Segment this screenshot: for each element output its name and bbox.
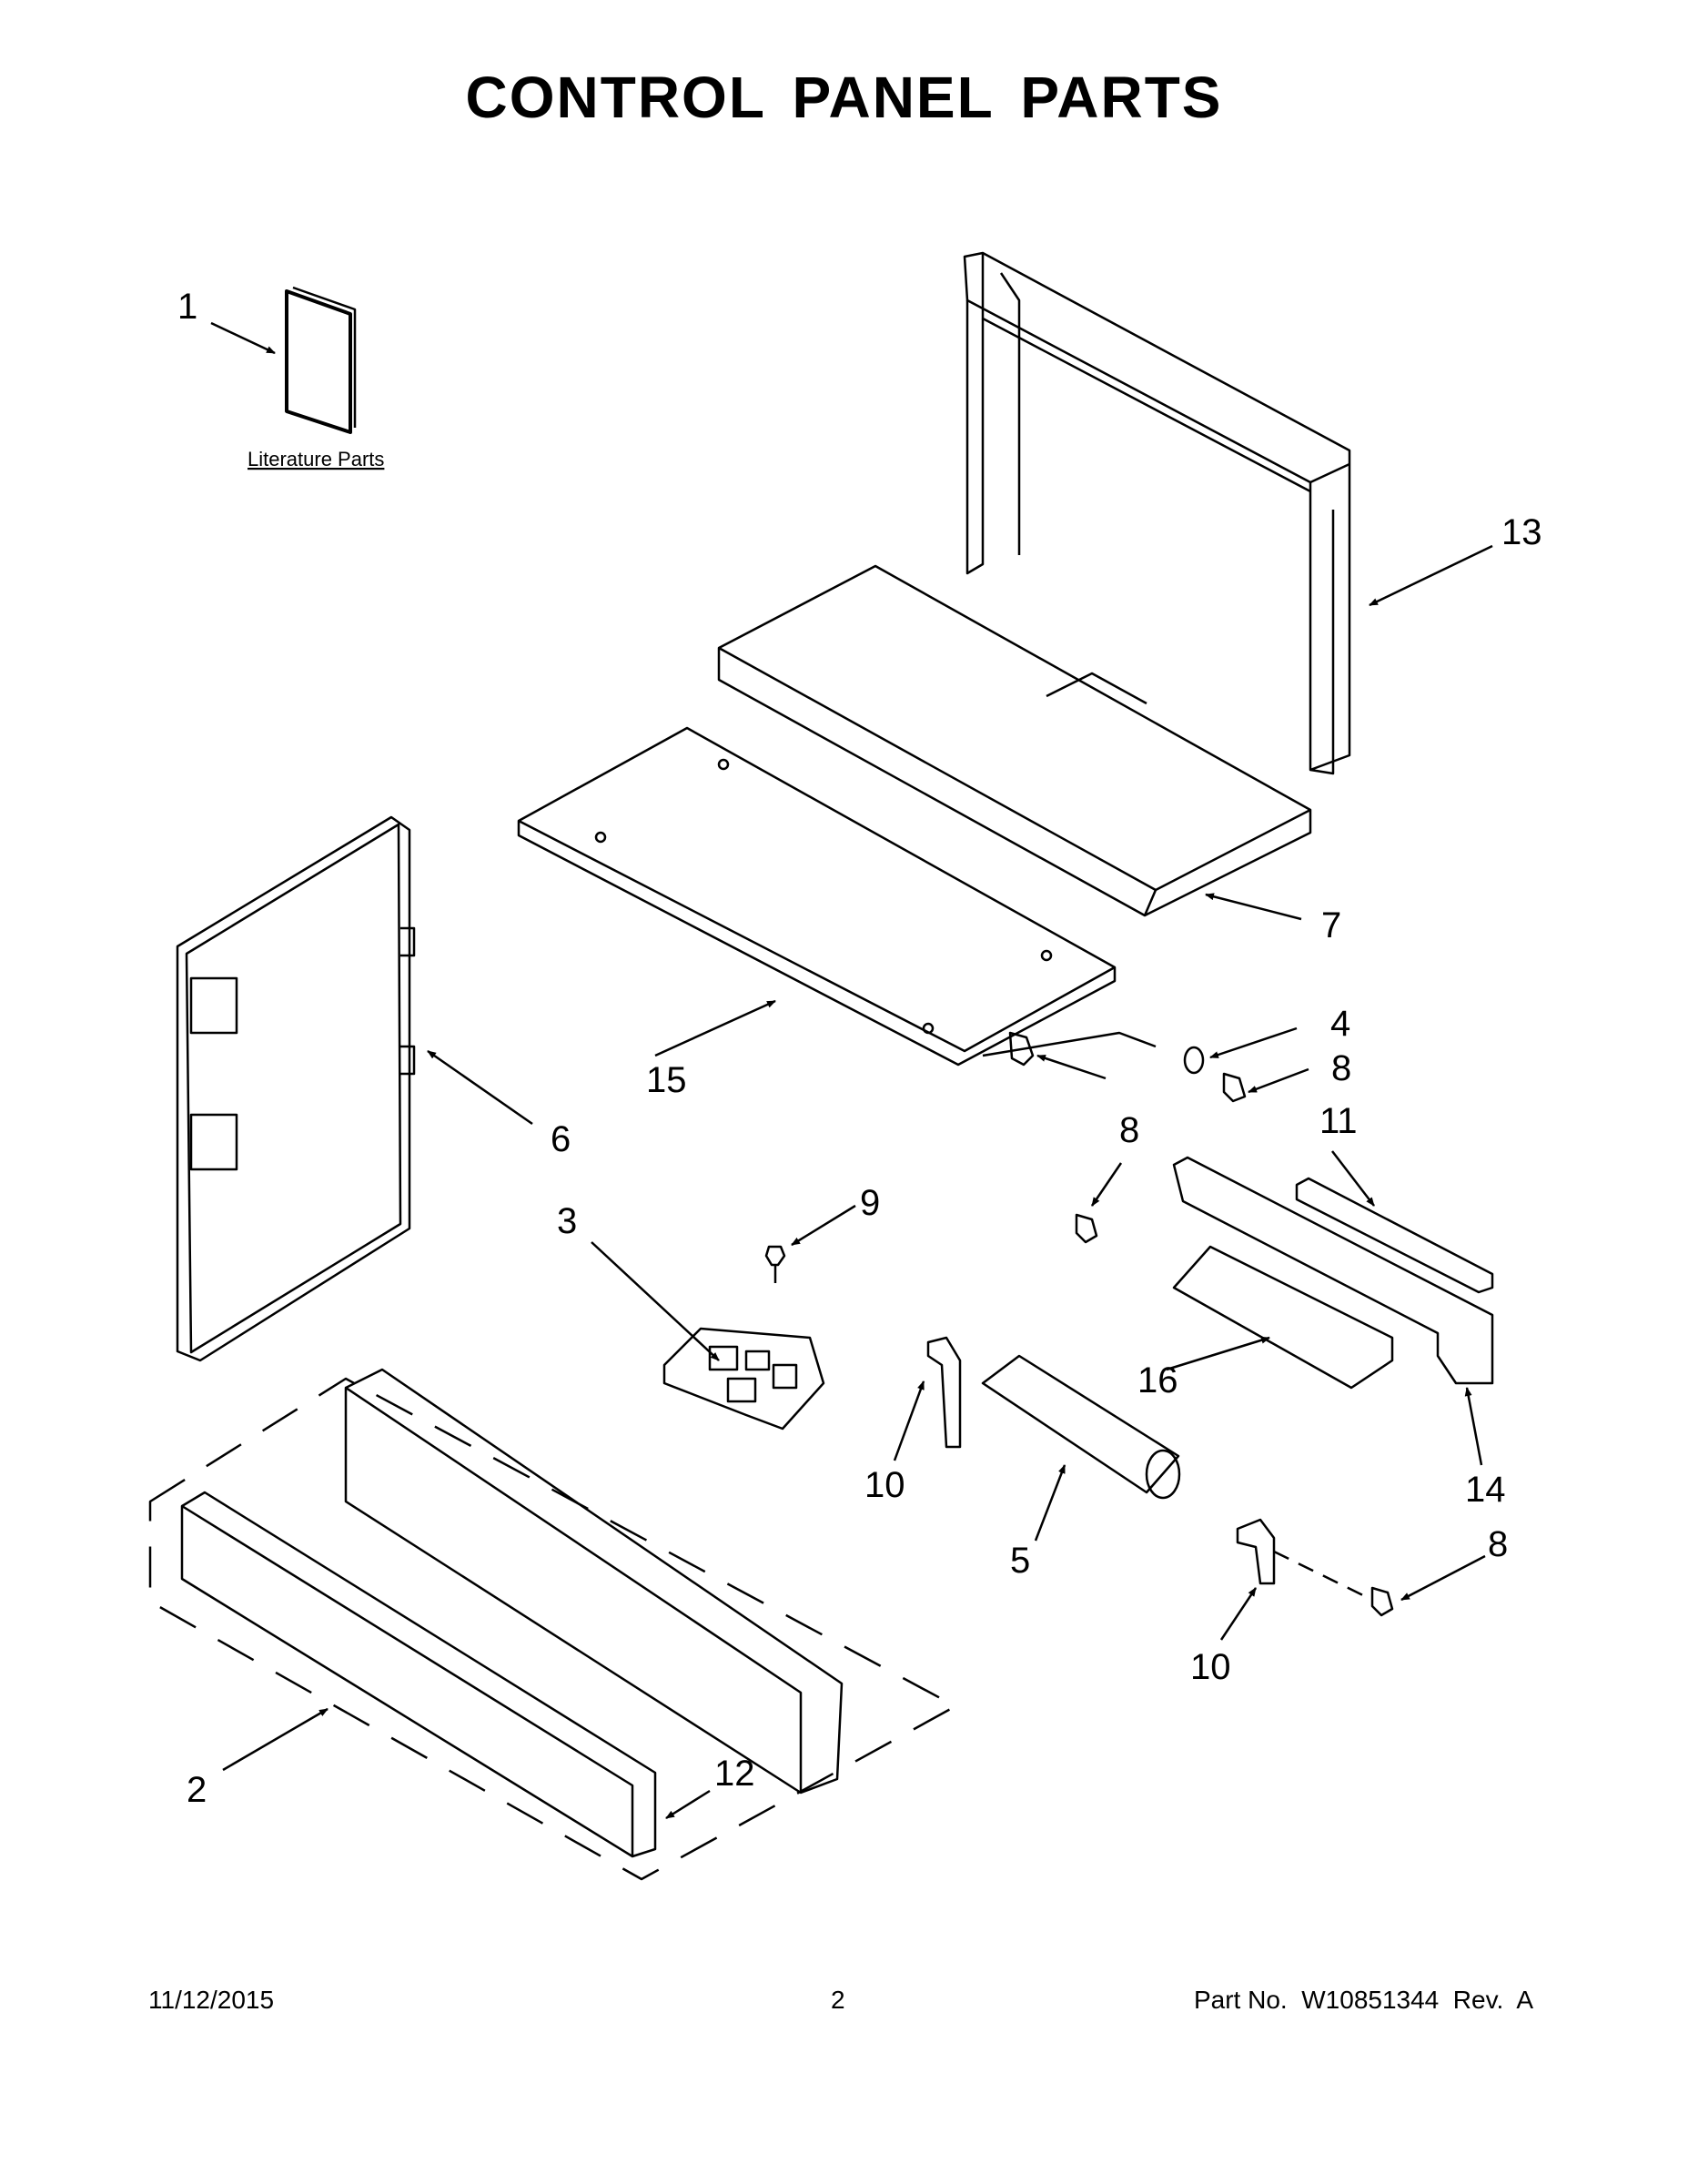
glass-front-part-2 — [180, 1491, 657, 1858]
callout-6: 6 — [551, 1119, 571, 1159]
control-trim-part-12 — [344, 1368, 844, 1795]
literature-booklet — [285, 286, 357, 434]
callout-3: 3 — [557, 1201, 577, 1241]
screw-part-8-d — [1370, 1586, 1394, 1617]
callout-8-lower-right: 8 — [1488, 1524, 1508, 1564]
callout-15: 15 — [646, 1060, 687, 1100]
deflector-part-16 — [1172, 1245, 1394, 1390]
control-board-part-3 — [662, 1327, 825, 1431]
rear-frame-part-13 — [963, 251, 1351, 775]
callout-16: 16 — [1137, 1360, 1178, 1400]
callout-4: 4 — [1330, 1004, 1350, 1044]
callout-13: 13 — [1501, 512, 1542, 552]
footer-part-number: Part No. W10851344 Rev. A — [1193, 1986, 1533, 2014]
top-cover-part-7 — [717, 564, 1312, 917]
literature-parts-label: Literature Parts — [248, 448, 384, 470]
foam-strip-part-11 — [1295, 1177, 1494, 1294]
page-title: CONTROL PANEL PARTS — [465, 65, 1223, 130]
screw-part-9 — [764, 1245, 786, 1283]
screw-part-8-c — [1075, 1213, 1098, 1244]
callout-2: 2 — [187, 1770, 207, 1810]
washer-part-4 — [1183, 1046, 1205, 1075]
callout-8-center: 8 — [1119, 1110, 1139, 1150]
callout-5: 5 — [1010, 1541, 1030, 1581]
screw-alignment-dash — [1273, 1550, 1373, 1602]
callout-10-right: 10 — [1190, 1647, 1231, 1687]
callout-14: 14 — [1465, 1470, 1506, 1510]
callout-8-upper-right: 8 — [1331, 1048, 1351, 1088]
footer-page-number: 2 — [831, 1986, 845, 2014]
side-panel-part-6 — [176, 815, 416, 1362]
bracket-part-10-a — [926, 1336, 962, 1449]
callout-10-left: 10 — [864, 1465, 905, 1505]
leader-arrows — [210, 321, 1493, 1820]
callout-1: 1 — [177, 287, 197, 327]
callout-7: 7 — [1321, 905, 1341, 945]
bracket-part-14 — [1172, 1156, 1494, 1385]
screw-part-8-a — [1008, 1031, 1035, 1067]
bottom-plate-part-15 — [517, 726, 1157, 1067]
blower-part-5 — [981, 1354, 1181, 1500]
callout-9: 9 — [860, 1183, 880, 1223]
screw-part-8-b — [1222, 1072, 1247, 1103]
assembly-dash-outline — [148, 1377, 957, 1881]
callout-11: 11 — [1319, 1101, 1358, 1141]
callout-12: 12 — [714, 1754, 755, 1794]
bracket-part-10-b — [1236, 1518, 1276, 1585]
footer-date: 11/12/2015 — [148, 1986, 275, 2014]
